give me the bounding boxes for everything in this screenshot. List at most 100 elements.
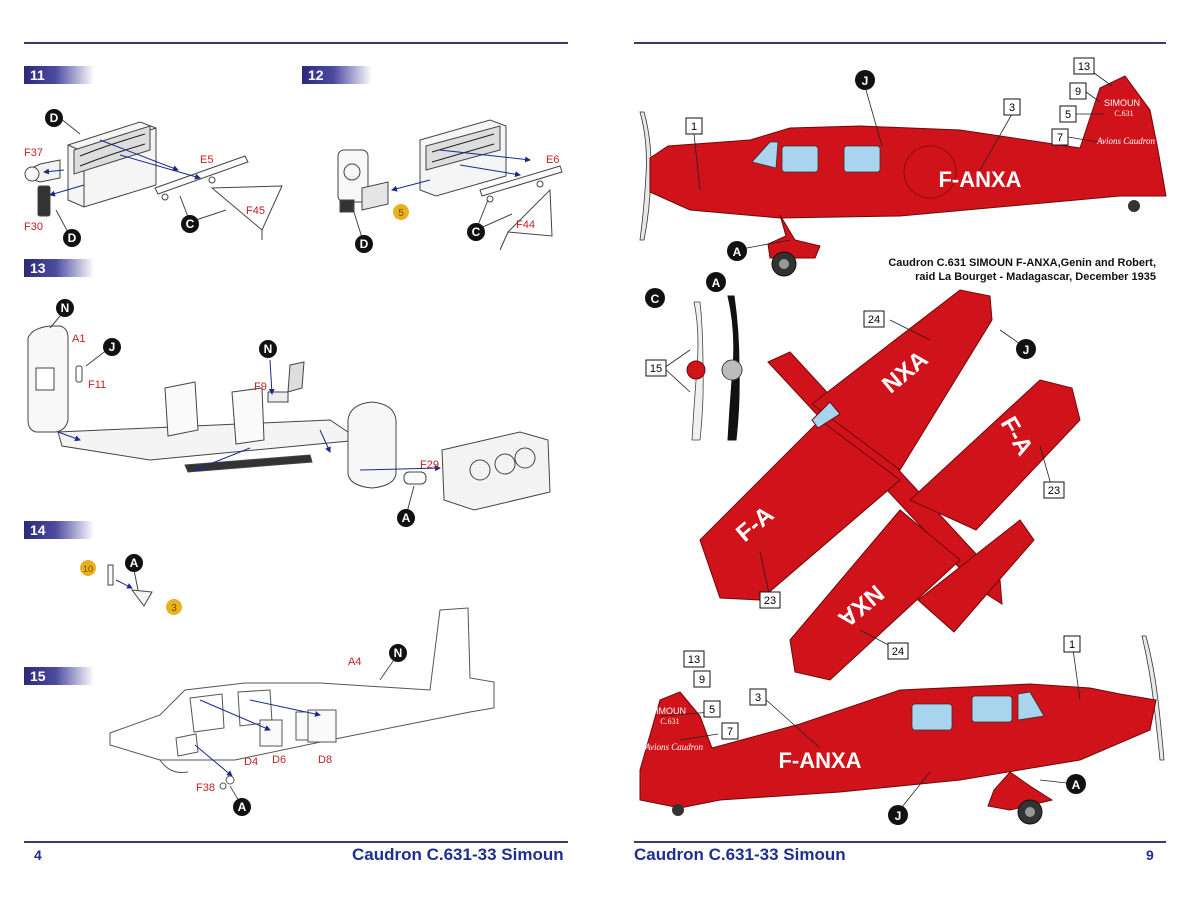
svg-text:13: 13 [688, 654, 700, 666]
svg-text:5: 5 [1065, 109, 1071, 121]
step-13-header: 13 [24, 259, 94, 277]
svg-text:13: 13 [1078, 61, 1090, 73]
svg-text:J: J [1023, 343, 1030, 357]
front-seat-left [164, 381, 199, 437]
step-15-drawing [109, 607, 495, 807]
step-14-drawing [107, 564, 153, 607]
front-seat-right [231, 387, 265, 445]
bulkhead [347, 401, 397, 489]
svg-text:3: 3 [1009, 102, 1015, 114]
svg-text:A: A [238, 800, 247, 814]
callout-a-13: A [397, 509, 415, 527]
tail-text-caudron-bottom: Avions Caudron [644, 742, 703, 752]
svg-text:J: J [862, 74, 869, 88]
label-a1: A1 [72, 333, 85, 345]
svg-text:3: 3 [755, 692, 761, 704]
decal-box-3-bottom: 3 [749, 688, 767, 706]
svg-text:5: 5 [398, 208, 404, 219]
callout-d-12: D [355, 235, 373, 253]
step-11-header: 11 [24, 66, 94, 84]
livery-caption: Caudron C.631 SIMOUN F-ANXA,Genin and Ro… [868, 256, 1156, 284]
decal-box-24-upper: 24 [863, 310, 885, 328]
svg-text:5: 5 [709, 704, 715, 716]
side-registration-top: F-ANXA [938, 167, 1021, 192]
svg-text:D: D [50, 111, 59, 125]
svg-text:A: A [712, 276, 721, 290]
label-f38: F38 [196, 782, 215, 794]
callout-a-14: A [125, 554, 143, 572]
clip-part-f30 [37, 185, 51, 217]
right-page-number: 9 [1146, 847, 1154, 863]
svg-text:A: A [1072, 778, 1081, 792]
left-top-rule [24, 42, 568, 44]
window-d4 [259, 719, 283, 747]
plan-view [699, 289, 1081, 681]
label-f29: F29 [420, 459, 439, 471]
svg-text:N: N [264, 342, 273, 356]
label-e6: E6 [546, 154, 559, 166]
bracket-part [130, 589, 153, 607]
rail-part-e5 [154, 155, 249, 195]
step-11-drawing [24, 117, 283, 240]
callout-a-right-bottom: A [1066, 774, 1086, 794]
decal-box-13-bottom: 13 [683, 650, 705, 668]
svg-text:D: D [68, 231, 77, 245]
svg-text:A: A [402, 511, 411, 525]
tail-text-simoun-bottom: SIMOUN [650, 706, 686, 716]
side-view-left-profile: F-ANXA SIMOUN C.631 Avions Caudron [639, 75, 1167, 277]
decal-box-15: 15 [645, 359, 667, 377]
decal-box-1-bottom: 1 [1063, 635, 1081, 653]
paint-ref-10: 10 [80, 560, 96, 576]
svg-text:C: C [472, 225, 481, 239]
rail-part-e6 [479, 165, 563, 197]
callout-d-11b: D [63, 229, 81, 247]
callout-n-13b: N [259, 340, 277, 358]
svg-text:A: A [130, 556, 139, 570]
label-a4: A4 [348, 656, 361, 668]
svg-text:1: 1 [1069, 639, 1075, 651]
step-12-header: 12 [302, 66, 372, 84]
step-12-drawing [337, 119, 563, 251]
svg-text:23: 23 [764, 595, 776, 607]
svg-text:J: J [109, 340, 116, 354]
right-page-title: Caudron C.631-33 Simoun [634, 845, 846, 864]
decal-box-5-bottom: 5 [703, 700, 721, 718]
callout-j-right-bottom: J [888, 805, 908, 825]
part-f29 [403, 471, 427, 485]
svg-text:24: 24 [868, 314, 880, 326]
step-15-header: 15 [24, 667, 94, 685]
callout-a-15: A [233, 798, 251, 816]
decal-box-1-top: 1 [685, 117, 703, 135]
svg-text:9: 9 [699, 674, 705, 686]
label-d4: D4 [244, 756, 258, 768]
label-f44: F44 [516, 219, 535, 231]
decal-box-23-lower: 23 [759, 591, 781, 609]
label-e5: E5 [200, 154, 213, 166]
svg-text:D: D [360, 237, 369, 251]
engine-assembly-13 [441, 431, 551, 511]
svg-text:24: 24 [892, 646, 904, 658]
label-f11: F11 [88, 379, 106, 391]
svg-text:23: 23 [1048, 485, 1060, 497]
svg-text:3: 3 [171, 603, 177, 614]
pitot-part [107, 564, 114, 586]
decal-box-9-bottom: 9 [693, 670, 711, 688]
label-f30: F30 [24, 221, 43, 233]
callout-c-11: C [181, 215, 199, 233]
tail-text-simoun-top: SIMOUN [1104, 98, 1140, 108]
propeller-front-views [686, 295, 743, 441]
livery-caption-line1: Caudron C.631 SIMOUN F-ANXA,Genin and Ro… [888, 257, 1156, 269]
svg-text:9: 9 [1075, 86, 1081, 98]
fuselage-half-a4 [109, 607, 495, 761]
callout-n-13a: N [56, 299, 74, 317]
svg-text:7: 7 [1057, 132, 1063, 144]
svg-text:15: 15 [650, 363, 662, 375]
label-f9: F9 [254, 381, 267, 393]
svg-text:10: 10 [83, 564, 93, 574]
left-bottom-rule [24, 841, 568, 843]
label-f45: F45 [246, 205, 265, 217]
svg-text:N: N [61, 301, 70, 315]
label-d8: D8 [318, 754, 332, 766]
decal-box-24-lower: 24 [887, 642, 909, 660]
